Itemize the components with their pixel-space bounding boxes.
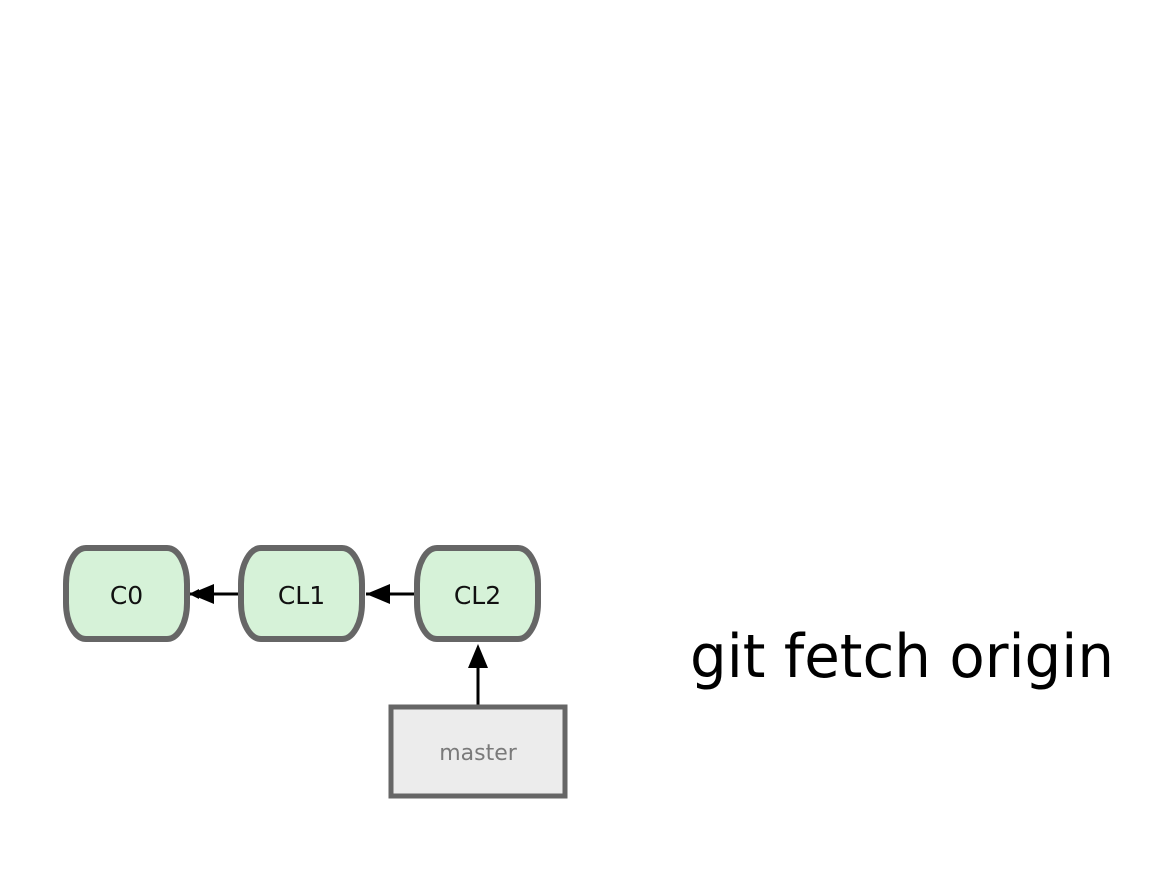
branch-master: master xyxy=(388,704,568,799)
commit-cl1-box xyxy=(238,545,365,642)
commit-cl2-label: CL2 xyxy=(454,581,501,610)
commit-c0-label: C0 xyxy=(110,581,143,610)
commit-cl2-box xyxy=(414,545,541,642)
arrowhead-cl1-to-c0 xyxy=(190,584,214,604)
branch-master-label: master xyxy=(439,741,518,766)
branch-arrow xyxy=(468,644,488,706)
commit-c0-box xyxy=(63,545,190,642)
commit-cl1: CL1 xyxy=(238,545,365,642)
commit-cl2: CL2 xyxy=(414,545,541,642)
parent-arrows xyxy=(189,584,418,604)
commit-cl1-label: CL1 xyxy=(278,581,325,610)
branch-master-box xyxy=(388,704,568,799)
arrowhead-cl2-to-cl1 xyxy=(366,584,390,604)
command-caption: git fetch origin xyxy=(690,622,1114,692)
commit-c0: C0 xyxy=(63,545,190,642)
arrowhead-master-to-cl2 xyxy=(468,644,488,668)
